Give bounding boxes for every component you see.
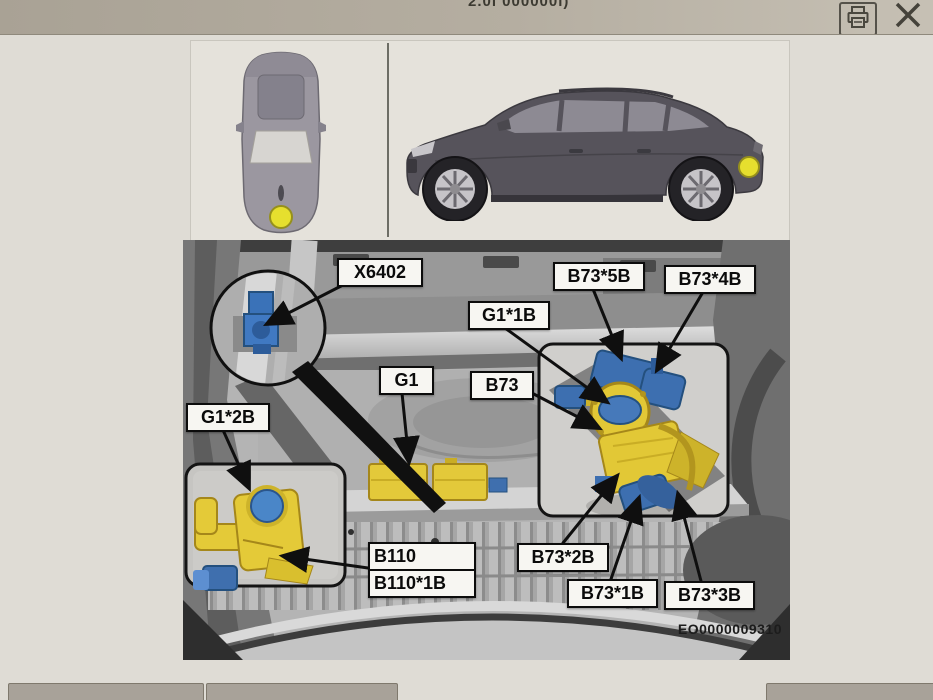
- label-b73-3b[interactable]: B73*3B: [664, 581, 755, 610]
- vehicle-top-view-image: [236, 51, 326, 234]
- print-button[interactable]: [839, 2, 877, 34]
- vehicle-overview-panel: [190, 40, 790, 242]
- label-g1-1b[interactable]: G1*1B: [468, 301, 550, 330]
- headlight: [411, 141, 435, 157]
- detail-circle-x6402: [209, 269, 327, 387]
- bottom-toolbar-button-3[interactable]: [766, 683, 933, 700]
- label-b73-1b[interactable]: B73*1B: [567, 579, 658, 608]
- label-g1-2b[interactable]: G1*2B: [186, 403, 270, 432]
- trunk-diagram: X6402 B73*5B B73*4B G1*1B G1 B73 G1*2B B…: [183, 240, 790, 660]
- label-b73-4b[interactable]: B73*4B: [664, 265, 756, 294]
- label-b110-1b[interactable]: B110*1B: [370, 569, 474, 596]
- label-b110[interactable]: B110: [374, 546, 417, 566]
- label-x6402[interactable]: X6402: [337, 258, 423, 287]
- label-b110-group[interactable]: B110 B110*1B: [368, 542, 476, 598]
- panel-divider: [387, 43, 389, 237]
- label-b73-5b[interactable]: B73*5B: [553, 262, 645, 291]
- label-g1[interactable]: G1: [379, 366, 434, 395]
- vehicle-side-view-image: [406, 87, 764, 221]
- mirror: [497, 119, 511, 131]
- label-b73[interactable]: B73: [470, 371, 534, 400]
- mirror-right: [318, 121, 326, 133]
- bottom-toolbar-button-1[interactable]: [8, 683, 204, 700]
- window-title-clipped: 2.0i 000000i): [468, 0, 570, 10]
- figure-id: EO0000009310: [677, 621, 782, 637]
- titlebar: 2.0i 000000i): [0, 0, 933, 35]
- callout-arrows: [221, 283, 705, 583]
- front-wheel: [422, 156, 488, 221]
- detail-inset-b73: [537, 342, 730, 518]
- mirror-left: [236, 121, 244, 133]
- rear-wheel: [668, 156, 734, 221]
- bottom-toolbar-button-2[interactable]: [206, 683, 398, 700]
- location-marker-side-view: [738, 156, 760, 178]
- close-icon: [893, 0, 923, 34]
- connector-g1-2b: [250, 489, 284, 523]
- close-button[interactable]: [889, 0, 927, 34]
- location-marker-top-view: [269, 205, 293, 229]
- detail-inset-b110: [184, 462, 347, 591]
- label-b73-2b[interactable]: B73*2B: [517, 543, 609, 572]
- print-icon: [846, 5, 870, 34]
- tail-lamp: [753, 141, 763, 155]
